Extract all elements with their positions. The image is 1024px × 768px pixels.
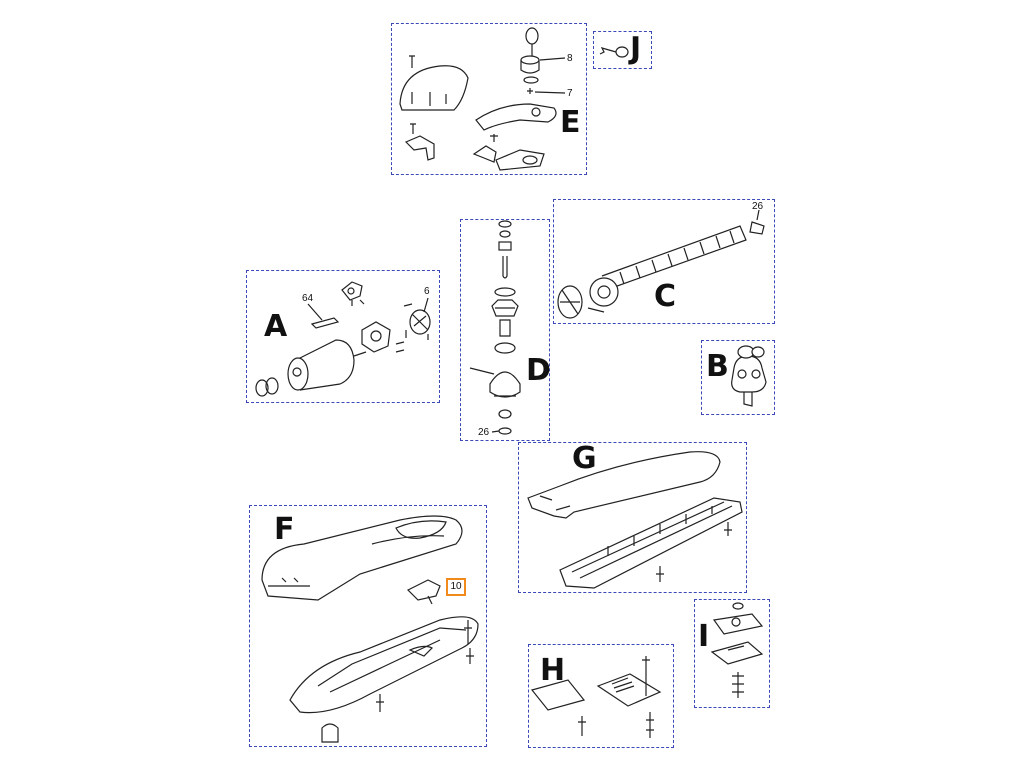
group-a-box (246, 270, 440, 403)
part-number-8: 8 (567, 53, 573, 64)
group-a-parts (255, 281, 431, 397)
group-d-label: D (526, 353, 551, 388)
group-d-box (460, 219, 550, 441)
group-c-box (553, 199, 775, 324)
group-g-parts (527, 451, 743, 589)
highlighted-part-10[interactable]: 10 (446, 578, 466, 596)
group-j-label: J (630, 31, 642, 66)
group-i-parts (710, 602, 764, 698)
group-j-parts (599, 46, 629, 58)
group-g-box (518, 442, 747, 593)
group-g-label: G (572, 441, 597, 476)
part-number-6: 6 (424, 286, 430, 297)
group-d-parts (469, 220, 521, 435)
group-a-label: A (264, 309, 288, 344)
group-h-box (528, 644, 674, 748)
group-e-parts (399, 27, 566, 171)
group-b-label: B (706, 349, 729, 384)
group-e-label: E (560, 105, 581, 140)
group-e-box (391, 23, 587, 175)
group-b-parts (731, 345, 767, 407)
group-c-label: C (654, 279, 677, 314)
group-b-box (701, 340, 775, 415)
group-i-label: I (698, 619, 710, 654)
group-i-box (694, 599, 770, 708)
group-h-label: H (540, 653, 566, 688)
part-number-26-d: 26 (478, 427, 490, 438)
group-f-box (249, 505, 487, 747)
group-h-parts (530, 656, 662, 738)
group-f-parts (261, 515, 479, 743)
part-number-7: 7 (567, 88, 573, 99)
part-number-26-c: 26 (752, 201, 764, 212)
group-c-parts (557, 209, 765, 319)
part-number-64: 64 (302, 293, 314, 304)
group-f-label: F (274, 512, 295, 547)
group-j-box (593, 31, 652, 69)
